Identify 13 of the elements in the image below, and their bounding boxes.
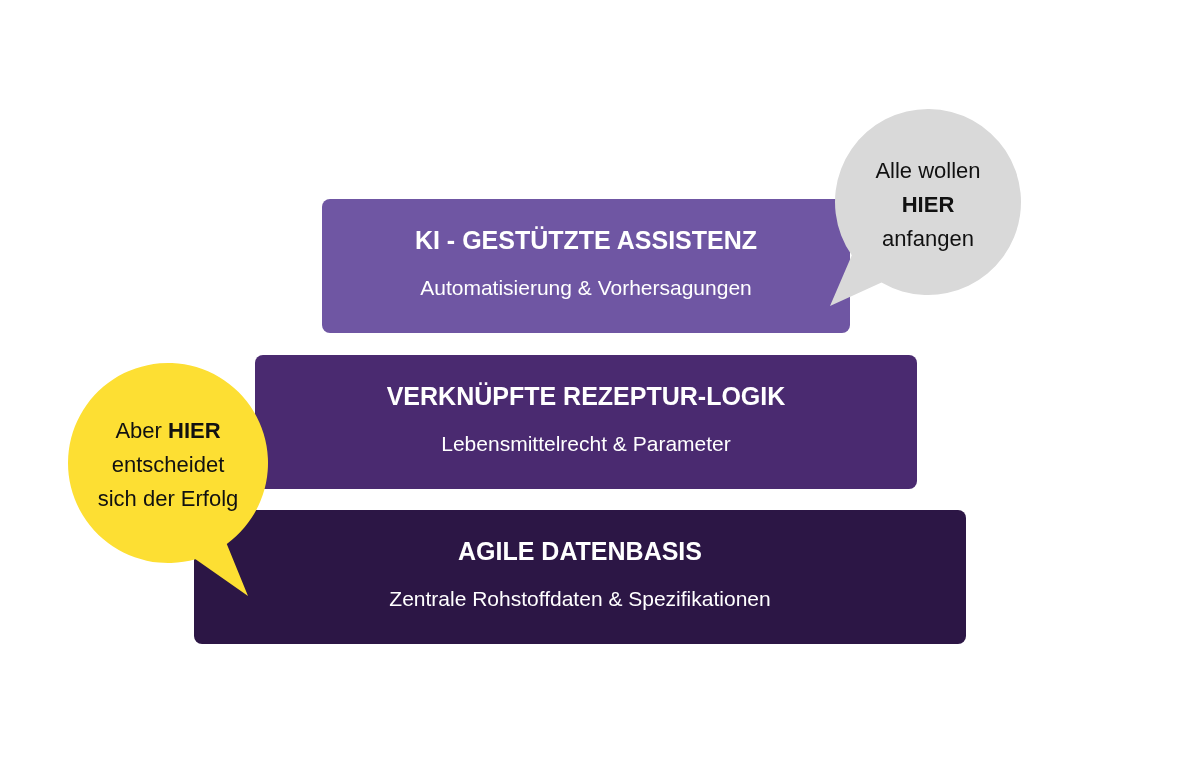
tier-subtitle: Automatisierung & Vorhersagungen — [420, 275, 752, 301]
tier-bar — [322, 199, 850, 333]
tier-title: AGILE DATENBASIS — [458, 536, 702, 566]
speech-bubble — [66, 361, 270, 599]
tier-subtitle: Zentrale Rohstoffdaten & Spezifikationen — [389, 586, 771, 612]
bubble-text: Aber HIER entscheidet sich der Erfolg — [96, 417, 240, 513]
speech-bubble — [828, 108, 1024, 308]
tier-bar — [255, 355, 917, 489]
tier-title: VERKNÜPFTE REZEPTUR-LOGIK — [386, 381, 786, 411]
tier-title: KI - GESTÜTZTE ASSISTENZ — [414, 225, 758, 255]
tier-subtitle: Lebensmittelrecht & Parameter — [441, 431, 731, 457]
tier-bar — [194, 510, 966, 644]
bubble-text: Alle wollen HIER anfangen — [874, 157, 982, 253]
